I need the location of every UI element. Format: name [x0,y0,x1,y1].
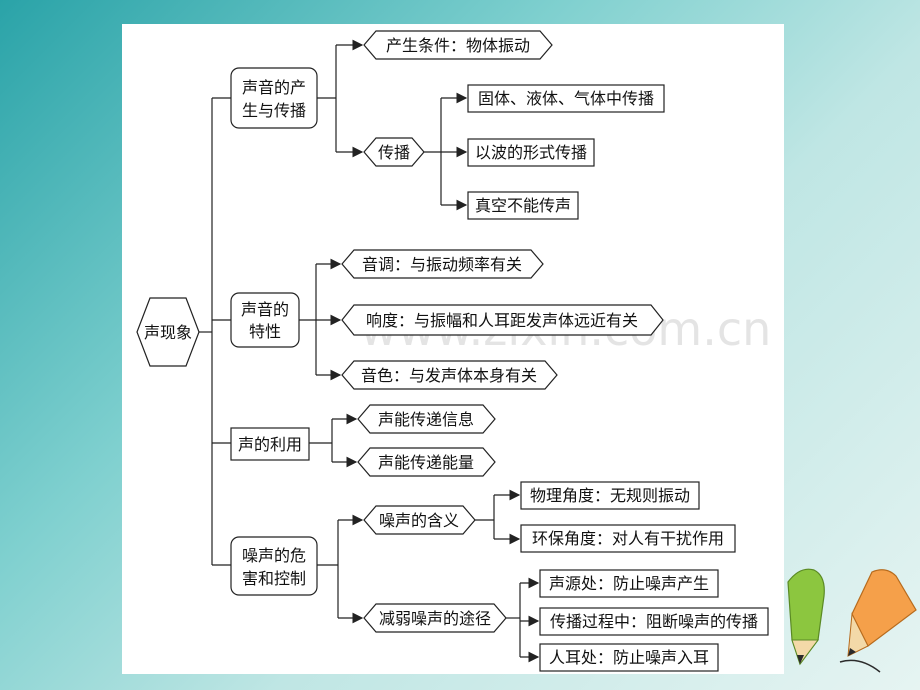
leaf-noise-reduction: 减弱噪声的途径 [363,603,507,633]
leaf-at-ear: 人耳处：防止噪声入耳 [539,643,719,672]
leaf-physics-view: 物理角度：无规则振动 [520,481,700,510]
leaf-physics-view-text: 物理角度：无规则振动 [530,486,690,505]
branch2-line1: 声音的 [241,300,289,319]
leaf-pitch: 音调：与振动频率有关 [341,249,544,279]
branch1-line1: 声音的产 [242,78,306,97]
orange-pencil-decoration [839,569,917,673]
leaf-timbre-text: 音色：与发声体本身有关 [361,366,537,385]
leaf-in-transmission: 传播过程中：阻断噪声的传播 [539,607,769,636]
leaf-production-condition-text: 产生条件：物体振动 [386,36,530,55]
leaf-propagation: 传播 [363,137,425,167]
leaf-prop-vacuum: 真空不能传声 [467,191,579,220]
leaf-propagation-text: 传播 [378,143,410,162]
leaf-transfer-energy-text: 声能传递能量 [378,453,474,472]
branch4-line2: 害和控制 [242,569,306,588]
leaf-at-ear-text: 人耳处：防止噪声入耳 [549,648,709,667]
leaf-production-condition: 产生条件：物体振动 [363,30,553,60]
leaf-environment-view-text: 环保角度：对人有干扰作用 [532,529,724,548]
branch4-line1: 噪声的危 [242,546,306,565]
leaf-transfer-energy: 声能传递能量 [357,447,496,477]
branch-sound-characteristics: 声音的 特性 [230,292,300,348]
branch-sound-uses: 声的利用 [230,427,310,461]
leaf-prop-wave-text: 以波的形式传播 [475,143,587,162]
leaf-prop-vacuum-text: 真空不能传声 [475,196,571,215]
leaf-at-source: 声源处：防止噪声产生 [539,569,719,598]
leaf-prop-media: 固体、液体、气体中传播 [467,84,665,113]
leaf-loudness-text: 响度：与振幅和人耳距发声体远近有关 [366,311,638,330]
branch2-line2: 特性 [249,322,281,341]
leaf-noise-meaning-text: 噪声的含义 [379,511,459,530]
leaf-timbre: 音色：与发声体本身有关 [341,360,558,390]
root-label: 声现象 [144,323,192,342]
leaf-environment-view: 环保角度：对人有干扰作用 [520,524,736,553]
leaf-in-transmission-text: 传播过程中：阻断噪声的传播 [550,612,758,631]
leaf-at-source-text: 声源处：防止噪声产生 [549,574,709,593]
leaf-transfer-info: 声能传递信息 [357,404,496,434]
branch1-line2: 生与传播 [242,101,306,120]
leaf-pitch-text: 音调：与振动频率有关 [362,255,522,274]
root-node: 声现象 [136,297,200,367]
branch-noise-control: 噪声的危 害和控制 [230,536,318,596]
leaf-noise-reduction-text: 减弱噪声的途径 [379,609,491,628]
leaf-noise-meaning: 噪声的含义 [363,505,476,535]
leaf-prop-media-text: 固体、液体、气体中传播 [478,89,654,108]
green-pencil-decoration [787,568,825,666]
leaf-loudness: 响度：与振幅和人耳距发声体远近有关 [341,304,664,336]
leaf-prop-wave: 以波的形式传播 [467,138,595,167]
leaf-transfer-info-text: 声能传递信息 [378,410,474,429]
branch3-label: 声的利用 [238,435,302,454]
branch-sound-production: 声音的产 生与传播 [230,67,318,129]
